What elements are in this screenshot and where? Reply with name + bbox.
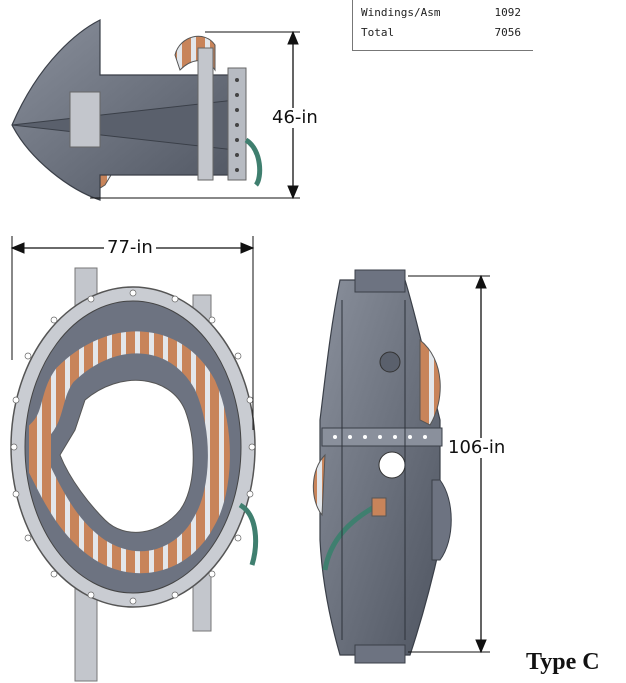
- coil-windings: [174, 35, 216, 72]
- cable: [322, 502, 380, 571]
- bore-opening: [59, 379, 194, 533]
- table-row: Windings/Asm 1092: [361, 6, 521, 20]
- bottom-tab: [354, 644, 406, 664]
- coil-windings: [419, 338, 441, 426]
- coil-windings: [312, 453, 326, 517]
- windings-table: Windings/Asm 1092 Total 7056: [352, 0, 533, 51]
- side-nozzle: [431, 479, 452, 561]
- cable-connector: [371, 497, 387, 517]
- dimension-label-77-in: 77-in: [104, 238, 156, 258]
- bolt-holes: [333, 435, 427, 439]
- top-view-assembly: [11, 19, 263, 201]
- table-row: Total 7056: [361, 26, 521, 40]
- front-view-assembly: [10, 267, 259, 682]
- flange-plate: [69, 91, 101, 148]
- coil-windings: [29, 331, 230, 574]
- table-cell-label: Windings/Asm: [361, 6, 441, 19]
- bolt-holes: [235, 78, 239, 172]
- flange-plate: [197, 47, 214, 181]
- cable: [244, 137, 263, 187]
- dimension-106-in: [408, 274, 490, 654]
- bolt-holes: [10, 289, 256, 605]
- top-tab: [354, 269, 406, 293]
- type-label: Type C: [526, 649, 600, 675]
- side-view-assembly: [312, 269, 452, 664]
- access-port: [378, 451, 406, 479]
- dimension-label-106-in: 106-in: [448, 437, 506, 458]
- cable: [238, 502, 259, 566]
- port-fitting: [379, 351, 401, 373]
- dimension-label-46-in: 46-in: [272, 107, 318, 128]
- table-cell-value: 1092: [494, 6, 522, 19]
- table-cell-value: 7056: [494, 26, 522, 39]
- table-cell-label: Total: [361, 26, 395, 39]
